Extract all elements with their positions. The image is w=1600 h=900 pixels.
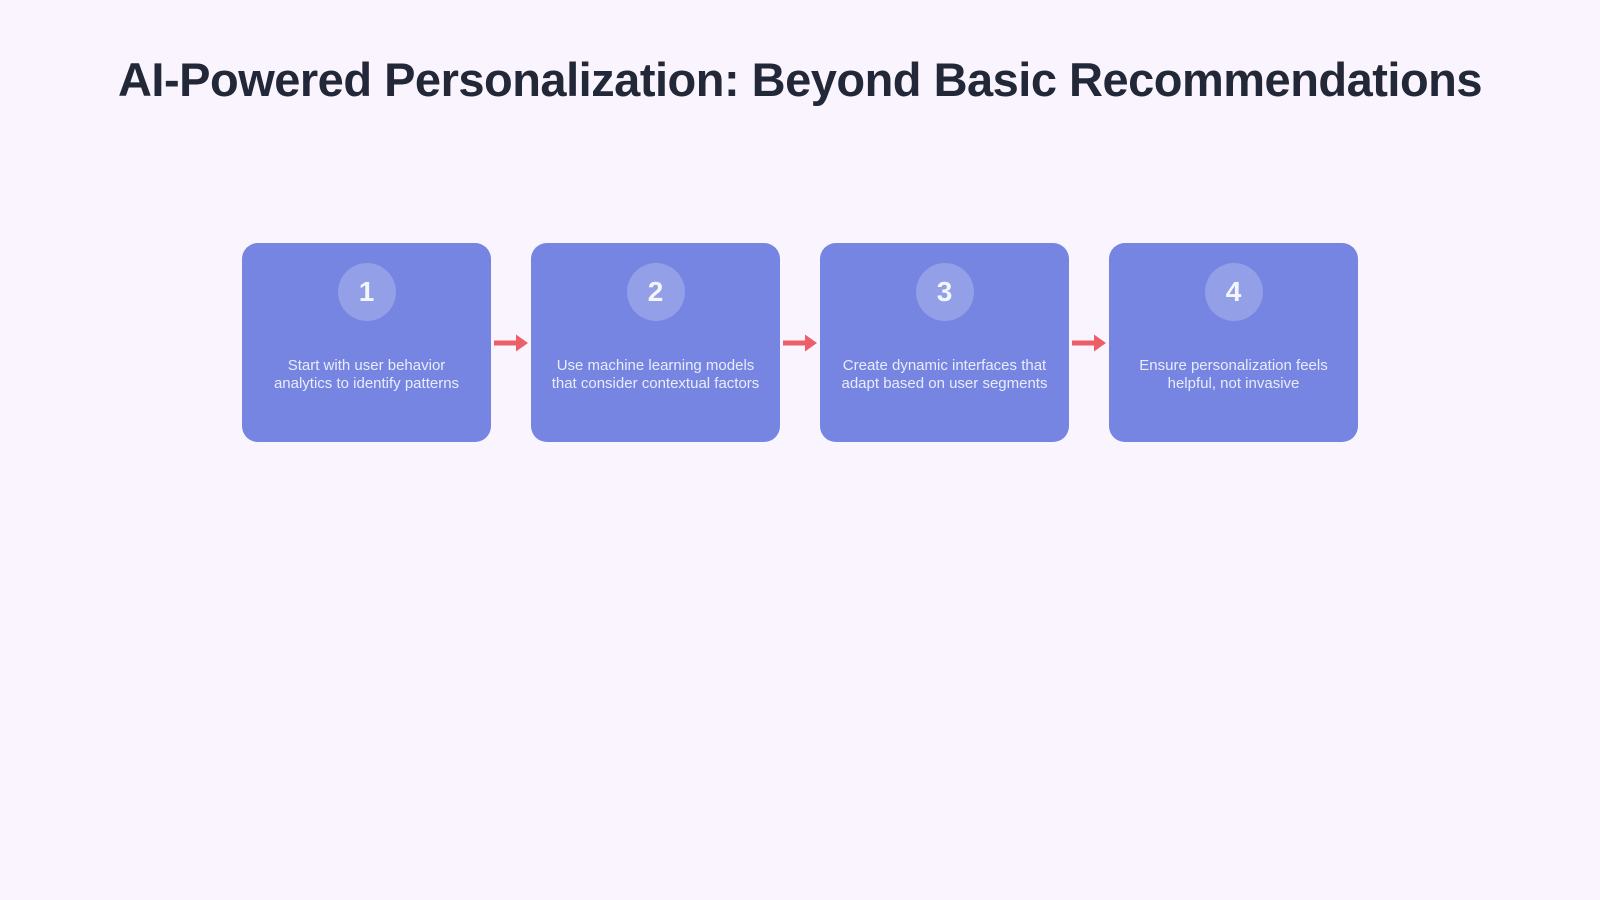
step-number: 2	[647, 276, 664, 307]
process-flow: 1 Start with user behavior analytics to …	[0, 243, 1600, 442]
step-description: Use machine learning models that conside…	[551, 357, 760, 393]
step-number-circle: 2	[626, 263, 685, 321]
step-number: 4	[1225, 276, 1242, 307]
step-card-4: 4 Ensure personalization feels helpful, …	[1109, 243, 1358, 442]
step-description: Ensure personalization feels helpful, no…	[1139, 357, 1328, 393]
step-number-circle: 4	[1204, 263, 1263, 321]
step-card-1: 1 Start with user behavior analytics to …	[242, 243, 491, 442]
step-description: Create dynamic interfaces that adapt bas…	[841, 357, 1048, 393]
step-number: 1	[358, 276, 375, 307]
step-number-circle: 1	[337, 263, 396, 321]
arrow-right-icon	[1072, 334, 1106, 351]
flow-connector	[780, 332, 820, 354]
arrow-right-icon	[494, 334, 528, 351]
step-card-3: 3 Create dynamic interfaces that adapt b…	[820, 243, 1069, 442]
arrow-right-icon	[783, 334, 817, 351]
step-number: 3	[936, 276, 953, 307]
page-title: AI-Powered Personalization: Beyond Basic…	[117, 53, 1483, 106]
step-card-2: 2 Use machine learning models that consi…	[531, 243, 780, 442]
flow-connector	[1069, 332, 1109, 354]
step-description: Start with user behavior analytics to id…	[273, 357, 460, 393]
flow-connector	[491, 332, 531, 354]
step-number-circle: 3	[915, 263, 974, 321]
